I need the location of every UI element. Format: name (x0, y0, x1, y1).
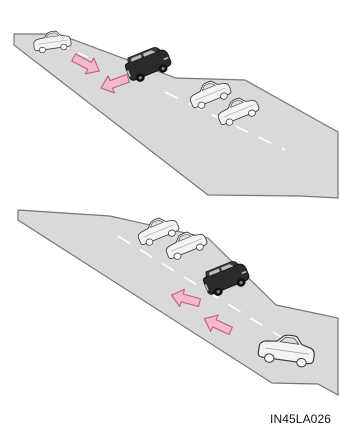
upper-road (14, 34, 338, 198)
lower-scene (18, 210, 338, 395)
upper-scene (14, 29, 338, 198)
figure-code: IN45LA026 (270, 412, 331, 426)
